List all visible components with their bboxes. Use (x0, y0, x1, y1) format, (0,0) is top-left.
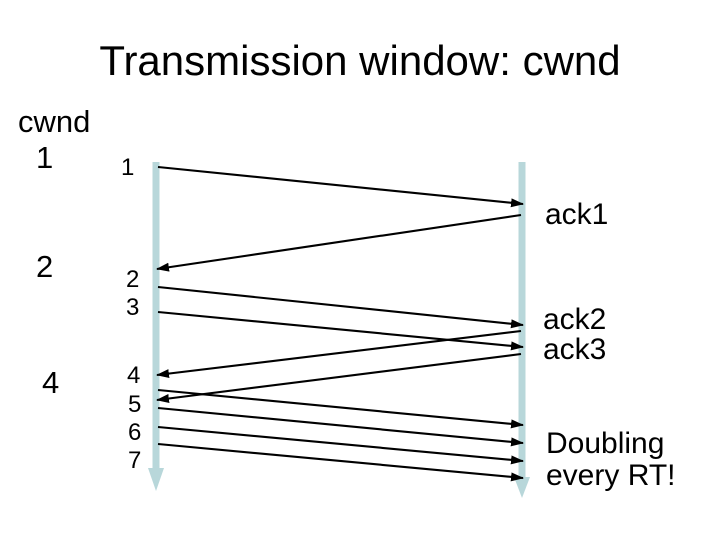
packet-arrow (157, 425, 524, 465)
ack2-label: ack2 (543, 303, 607, 336)
sender-seq-4: 4 (127, 362, 141, 389)
ack-arrow (156, 213, 522, 272)
doubling-note-line2: every RT! (546, 459, 676, 492)
slide-title: Transmission window: cwnd (99, 37, 621, 84)
sender-seq-3: 3 (126, 294, 140, 321)
ack-arrow (156, 352, 522, 403)
sender-seq-6: 6 (128, 419, 142, 446)
doubling-note-line1: Doubling (546, 427, 665, 460)
packet-arrow (157, 310, 524, 351)
packet-arrow (157, 406, 524, 447)
packet-arrow (157, 388, 524, 429)
doubling-note: Doubling every RT! (546, 428, 675, 492)
cwnd-column-header: cwnd (18, 104, 91, 139)
cwnd-value-4: 4 (42, 365, 60, 400)
ack3-label: ack3 (543, 333, 607, 366)
receiver-timeline (514, 162, 530, 498)
sender-seq-5: 5 (128, 391, 142, 418)
sender-seq-1: 1 (121, 154, 135, 181)
sender-seq-7: 7 (128, 447, 142, 474)
sender-seq-2: 2 (126, 266, 140, 293)
receiver-timeline-arrowhead-icon (514, 477, 530, 498)
sender-timeline (148, 162, 164, 491)
packet-arrow (157, 285, 524, 329)
packet-arrow (157, 165, 524, 208)
ack-arrow (156, 329, 522, 379)
sender-timeline-arrowhead-icon (148, 468, 164, 491)
ack1-label: ack1 (545, 198, 609, 231)
cwnd-value-2: 2 (36, 249, 54, 284)
cwnd-value-1: 1 (36, 140, 54, 175)
packet-arrow (157, 442, 524, 482)
